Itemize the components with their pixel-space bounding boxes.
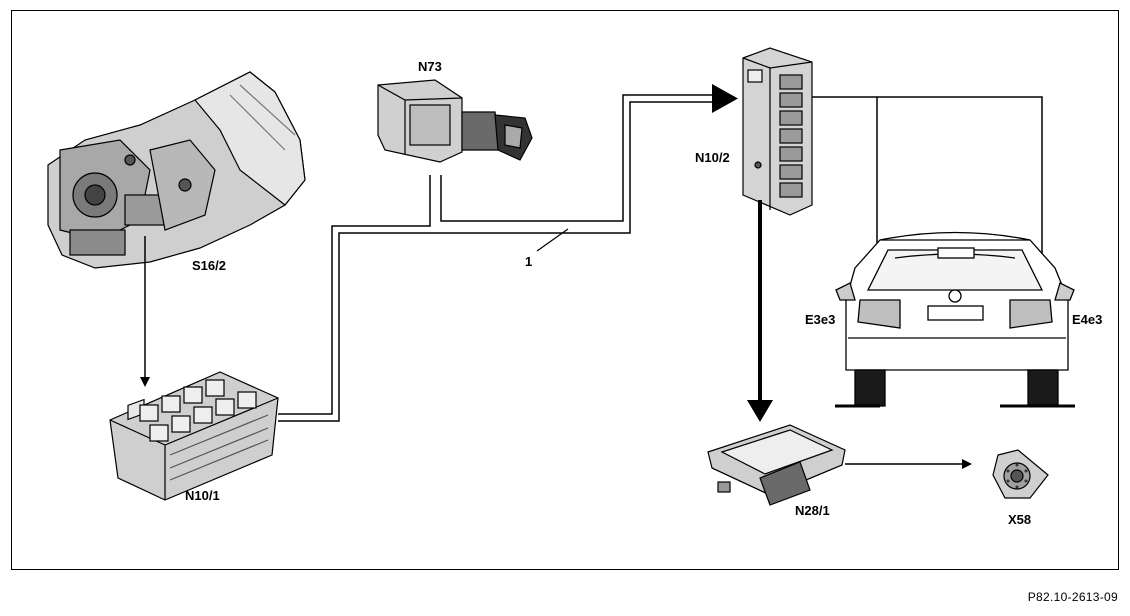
label-e3e3: E3e3 — [805, 312, 836, 327]
module-n10-2-icon — [742, 47, 813, 216]
reference-code: P82.10-2613-09 — [1027, 590, 1118, 604]
signal-line-n10-2-arrowhead — [747, 400, 773, 422]
label-n10-1: N10/1 — [185, 488, 220, 503]
ignition-switch-n73-icon — [377, 79, 533, 163]
diagram-frame — [11, 10, 1119, 570]
label-wire-1: 1 — [525, 254, 533, 269]
can-bus-arrowhead — [712, 84, 738, 113]
module-n10-1-icon — [109, 371, 279, 501]
label-s16-2: S16/2 — [192, 258, 226, 273]
label-n28-1: N28/1 — [795, 503, 830, 518]
module-n28-1-icon — [707, 424, 846, 506]
label-n10-2: N10/2 — [695, 150, 730, 165]
trailer-socket-x58-icon — [992, 449, 1049, 499]
label-e4e3: E4e3 — [1072, 312, 1103, 327]
transmission-s16-2-icon — [47, 71, 306, 269]
label-x58: X58 — [1008, 512, 1032, 527]
can-bus-wire — [278, 94, 718, 422]
wire-1-pointer — [536, 228, 569, 252]
label-n73: N73 — [418, 59, 442, 74]
car-rear-view-icon — [835, 231, 1075, 407]
